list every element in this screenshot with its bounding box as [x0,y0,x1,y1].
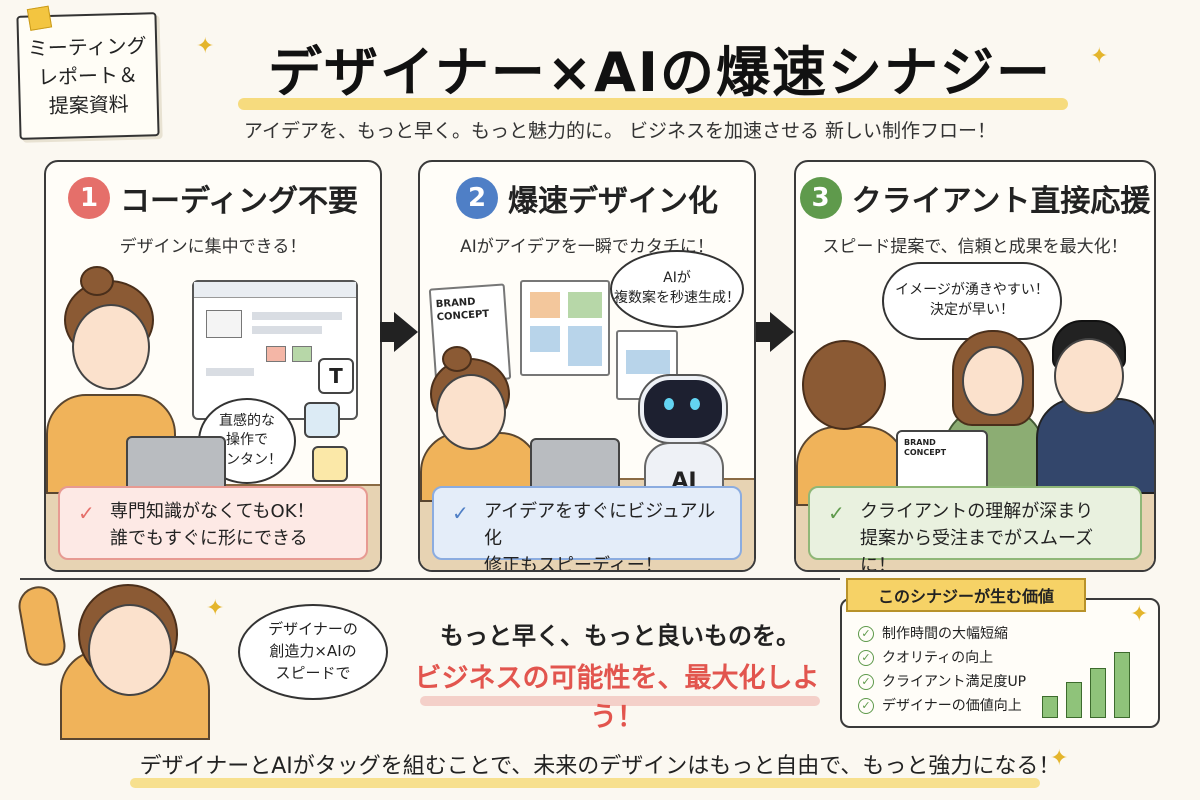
text-tool-icon: T [318,358,354,394]
document-tag: ミーティング レポート＆ 提案資料 [16,5,160,140]
shape-tool-icon [312,446,348,482]
panel-title: コーディング不要 [116,176,362,220]
cheering-designer-face-illustration [88,604,172,696]
step-number: 1 [68,177,111,219]
sparkle-icon: ✦ [1130,602,1149,627]
page-title: デザイナー×AIの爆速シナジー [267,41,1053,104]
step-number: 3 [799,177,842,219]
benefit-callout: ✓ クライアントの理解が深まり 提案から受注までがスムーズに！ [808,486,1142,570]
layout-sheet [520,280,610,376]
designer-face-illustration [436,374,506,450]
value-item-text: デザイナーの価値向上 [882,698,1022,714]
flow-arrow-stem [380,322,396,342]
footer-message: デザイナーとAIがタッグを組むことで、未来のデザインはもっと自由で、もっと強力に… [139,754,1061,779]
speech-bubble: イメージが湧きやすい！ 決定が早い！ [882,262,1062,340]
doc-tag-line-2: レポート＆ [37,62,139,89]
brand-concept-label: BRAND CONCEPT [435,296,490,324]
value-list: ✓ 制作時間の大幅短縮 ✓ クオリティの向上 ✓ クライアント満足度UP ✓ デザイナー… [858,622,1026,718]
laptop-illustration: BRAND CONCEPT [896,430,988,494]
footer-highlight [130,778,1040,788]
speech-bubble: デザイナーの 創造力×AIの スピードで [238,604,388,700]
check-circle-icon: ✓ [858,674,874,690]
panel-subtitle: スピード提案で、信頼と成果を最大化！ [822,237,1128,257]
check-icon: ✓ [828,501,845,525]
closing-message: もっと早く、もっと良いものを。 [440,622,800,650]
panel-client-support: 3 クライアント直接応援 スピード提案で、信頼と成果を最大化！ イメージが湧きや… [794,160,1156,572]
sparkle-icon: ✦ [1050,746,1069,771]
robot-head-illustration [640,376,726,442]
image-tool-icon [304,402,340,438]
doc-tag-line-1: ミーティング [27,32,147,61]
divider [20,578,840,580]
panel-title: クライアント直接応援 [847,176,1154,220]
value-banner: このシナジーが生む価値 [846,578,1086,612]
panel-title-text: クライアント直接応援 [851,184,1151,219]
callout-line-2: 修正もスピーディー！ [484,555,663,572]
speech-bubble: AIが 複数案を秒速生成！ [610,250,744,328]
list-item: ✓ 制作時間の大幅短縮 [858,622,1026,646]
page-subtitle: アイデアを、もっと早く。もっと魅力的に。 ビジネスを加速させる 新しい制作フロー… [243,120,997,142]
flow-arrow-icon [394,312,418,352]
check-circle-icon: ✓ [858,626,874,642]
client-face-illustration [1054,338,1124,414]
speech-bubble-text: AIが 複数案を秒速生成！ [614,270,740,306]
value-item-text: クライアント満足度UP [882,674,1027,690]
panel-header: 3 クライアント直接応援 [796,176,1154,220]
client-jacket-illustration [1036,398,1154,494]
message-highlight [420,696,820,706]
check-circle-icon: ✓ [858,698,874,714]
raised-arm-illustration [15,583,69,669]
value-card [840,598,1160,728]
speech-bubble-text: デザイナーの 創造力×AIの スピードで [268,620,358,682]
list-item: ✓ デザイナーの価値向上 [858,694,1026,718]
value-item-text: 制作時間の大幅短縮 [882,626,1008,642]
doc-tag-line-3: 提案資料 [48,91,130,118]
panel-fast-design: 2 爆速デザイン化 AIがアイデアを一瞬でカタチに！ BRAND CONCEPT… [418,160,756,572]
callout-line-2: 誰でもすぐに形にできる [110,528,308,549]
callout-line-1: クライアントの理解が深まり [860,501,1094,522]
sparkle-icon: ✦ [196,34,215,59]
panel-header: 2 爆速デザイン化 [420,176,754,220]
growth-chart-illustration [1034,634,1144,718]
panel-title: 爆速デザイン化 [504,176,722,220]
designer-face-illustration [72,304,150,390]
design-screen-illustration [192,280,358,420]
step-number: 2 [456,177,498,219]
benefit-callout: ✓ 専門知識がなくてもOK！ 誰でもすぐに形にできる [58,486,368,560]
panel-no-coding: 1 コーディング不要 デザインに集中できる！ T 直感的な 操作で カンタン！ … [44,160,382,572]
speech-bubble-text: イメージが湧きやすい！ 決定が早い！ [895,282,1049,318]
flow-arrow-stem [756,322,772,342]
title-highlight [238,98,1068,110]
hair-bun-illustration [80,266,114,296]
speech-bubble-text: 直感的な 操作で カンタン！ [212,412,282,468]
callout-line-1: 専門知識がなくてもOK！ [110,501,315,522]
panel-title-text: 爆速デザイン化 [508,184,718,219]
panel-title-text: コーディング不要 [120,184,358,219]
hair-bun-illustration [442,346,472,372]
closing-headline: ビジネスの可能性を、最大化しよう！ [414,663,820,733]
check-circle-icon: ✓ [858,650,874,666]
check-icon: ✓ [452,501,469,525]
sticky-pin-icon [26,5,53,31]
sparkle-icon: ✦ [1090,44,1109,69]
callout-line-1: アイデアをすぐにビジュアル化 [484,501,716,549]
callout-line-2: 提案から受注までがスムーズに！ [860,528,1094,572]
value-item-text: クオリティの向上 [882,650,994,666]
brand-concept-label: BRAND CONCEPT [904,438,947,457]
flow-arrow-icon [770,312,794,352]
list-item: ✓ クライアント満足度UP [858,670,1026,694]
designer-hair-illustration [802,340,886,430]
benefit-callout: ✓ アイデアをすぐにビジュアル化 修正もスピーディー！ [432,486,742,570]
check-icon: ✓ [78,501,95,525]
panel-subtitle: デザインに集中できる！ [119,237,307,257]
panel-header: 1 コーディング不要 [46,176,380,220]
sparkle-icon: ✦ [206,596,225,621]
client-face-illustration [962,346,1024,416]
list-item: ✓ クオリティの向上 [858,646,1026,670]
